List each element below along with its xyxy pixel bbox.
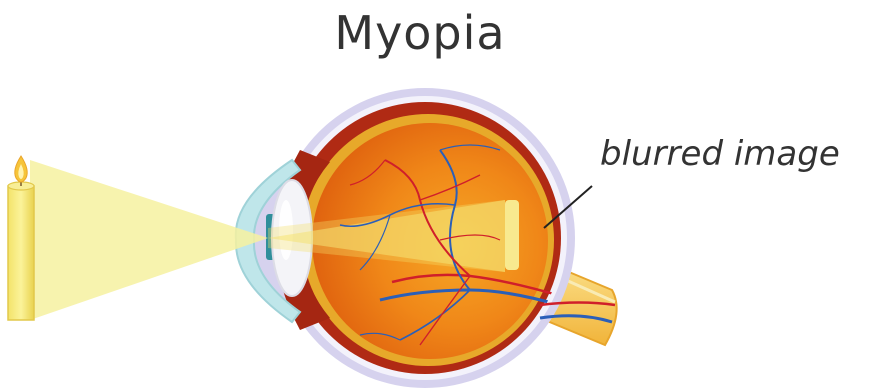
callout-label: blurred image — [600, 134, 870, 174]
blurred-image — [505, 200, 519, 270]
